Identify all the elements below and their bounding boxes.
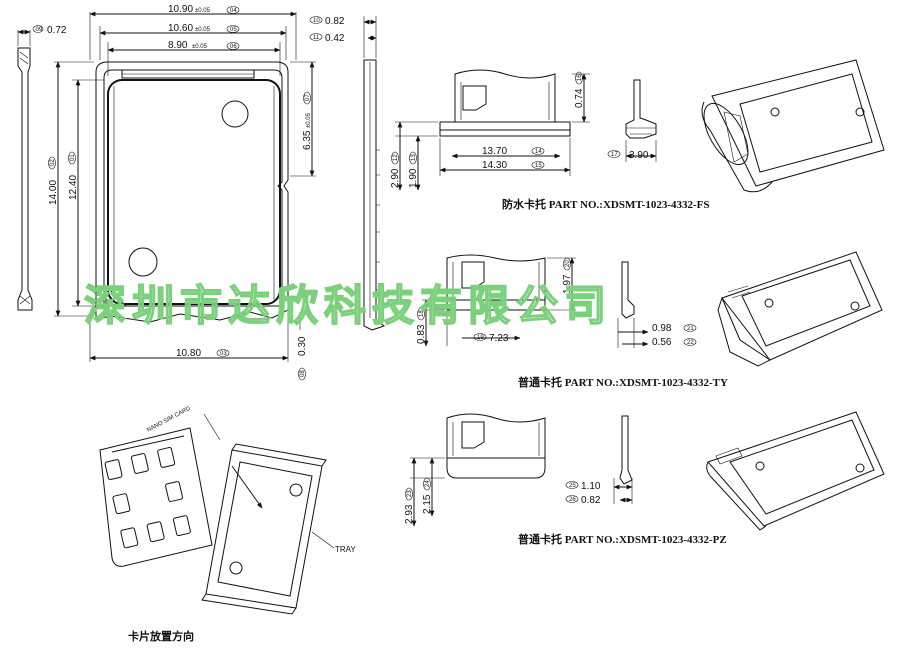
- dim-ty-b: 0.56 22: [652, 337, 697, 348]
- ty-caption: 普通卡托 PART NO.:XDSMT-1023-4332-TY: [518, 375, 728, 389]
- dim-height-inner: 12.40 01: [68, 151, 79, 200]
- dim-fs-w2: 14.30 15: [482, 160, 545, 171]
- svg-text:13: 13: [411, 154, 417, 161]
- svg-text:04: 04: [230, 8, 237, 14]
- svg-text:0.83: 0.83: [416, 324, 427, 344]
- svg-text:14: 14: [535, 149, 542, 155]
- dim-fs-h1: 2.90 12: [390, 151, 401, 188]
- dim-fs-w1: 13.70 14: [482, 146, 545, 157]
- svg-text:2.90: 2.90: [390, 168, 401, 188]
- dim-ty-h: 0.83 18: [416, 307, 427, 344]
- svg-text:2.15: 2.15: [422, 494, 433, 514]
- dim-pz-b: 26 0.82: [565, 495, 601, 506]
- dim-height-total: 14.00 02: [48, 156, 59, 205]
- svg-text:8.90: 8.90: [168, 40, 188, 51]
- dim-side-a: 10 0.82: [309, 16, 345, 27]
- dim-thickness-left: 09 0.72: [32, 25, 67, 36]
- svg-text:24: 24: [425, 480, 431, 487]
- dim-pz-a: 25 1.10: [565, 481, 601, 492]
- svg-text:1.97: 1.97: [562, 274, 573, 294]
- svg-text:09: 09: [36, 27, 43, 33]
- svg-text:20: 20: [565, 260, 571, 267]
- fs-variant: 0.74 16 2.90 12 1.90 13 13.70 14 14.30: [390, 59, 885, 211]
- dim-height-upper: 6.35 ±0.05 07: [302, 91, 313, 150]
- svg-text:25: 25: [569, 483, 576, 489]
- dim-total-width: 10.90 ±0.05 04: [168, 4, 240, 15]
- card-placement: NANO SIM CARD TRAY 卡片放置方向: [99, 405, 356, 643]
- svg-text:10.60: 10.60: [168, 23, 193, 34]
- svg-text:0.56: 0.56: [652, 337, 672, 348]
- dim-pz-h1: 2.93 23: [404, 487, 415, 524]
- svg-text:3.90: 3.90: [629, 150, 649, 161]
- ty-variant: 0.83 18 19 7.23 1.97 20 0.98 21: [416, 251, 883, 389]
- svg-text:15: 15: [535, 163, 542, 169]
- svg-text:2.93: 2.93: [404, 504, 415, 524]
- svg-text:12: 12: [393, 154, 399, 161]
- dim-fs-h2: 1.90 13: [408, 151, 419, 188]
- svg-text:0.74: 0.74: [574, 88, 585, 108]
- tray-label: TRAY: [335, 545, 356, 554]
- dim-ty-top: 1.97 20: [562, 257, 573, 294]
- svg-text:±0.05: ±0.05: [192, 44, 208, 50]
- svg-text:10: 10: [313, 18, 320, 24]
- svg-text:08: 08: [300, 370, 306, 377]
- dim-card-width: 8.90 ±0.05 06: [168, 40, 240, 51]
- svg-text:02: 02: [50, 159, 56, 166]
- pz-caption: 普通卡托 PART NO.:XDSMT-1023-4332-PZ: [518, 532, 727, 546]
- svg-text:19: 19: [477, 335, 484, 341]
- svg-text:21: 21: [687, 326, 694, 332]
- svg-text:1.90: 1.90: [408, 168, 419, 188]
- svg-text:0.30: 0.30: [297, 336, 308, 356]
- svg-text:18: 18: [419, 310, 425, 317]
- svg-text:±0.05: ±0.05: [195, 8, 211, 14]
- svg-text:0.42: 0.42: [325, 33, 345, 44]
- svg-text:14.00: 14.00: [48, 180, 59, 205]
- svg-text:6.35: 6.35: [302, 130, 313, 150]
- svg-text:0.72: 0.72: [47, 25, 67, 36]
- svg-text:12.40: 12.40: [68, 175, 79, 200]
- dim-fs-side: 17 3.90: [607, 150, 649, 161]
- svg-text:10.90: 10.90: [168, 4, 193, 15]
- svg-text:16: 16: [577, 74, 583, 81]
- svg-text:23: 23: [407, 490, 413, 497]
- svg-text:06: 06: [230, 44, 237, 50]
- dim-bottom-gap: 0.30 08: [297, 336, 308, 381]
- dim-inner-width: 10.60 ±0.05 05: [168, 23, 240, 34]
- placement-caption: 卡片放置方向: [128, 629, 194, 643]
- svg-text:±0.05: ±0.05: [306, 112, 312, 128]
- side-profile-right: 10 0.82 11 0.42: [309, 16, 386, 331]
- svg-text:7.23: 7.23: [489, 333, 509, 344]
- pz-variant: 2.93 23 2.15 24 25 1.10 26 0.82: [404, 411, 885, 546]
- svg-text:26: 26: [569, 497, 576, 503]
- svg-text:01: 01: [70, 154, 76, 161]
- svg-text:0.82: 0.82: [581, 495, 601, 506]
- dim-bottom-width: 10.80 03: [176, 348, 230, 359]
- dim-side-b: 11 0.42: [309, 33, 345, 44]
- svg-text:22: 22: [687, 340, 694, 346]
- svg-text:10.80: 10.80: [176, 348, 201, 359]
- svg-text:0.98: 0.98: [652, 323, 672, 334]
- svg-text:1.10: 1.10: [581, 481, 601, 492]
- side-profile-left: 09 0.72: [17, 25, 67, 311]
- svg-text:±0.05: ±0.05: [195, 27, 211, 33]
- dim-pz-h2: 2.15 24: [422, 477, 433, 514]
- svg-text:05: 05: [230, 27, 237, 33]
- main-tray-view: 10.90 ±0.05 04 10.60 ±0.05 05 8.90 ±0.05…: [48, 4, 316, 381]
- svg-text:13.70: 13.70: [482, 146, 507, 157]
- dim-fs-top: 0.74 16: [574, 71, 585, 108]
- svg-text:14.30: 14.30: [482, 160, 507, 171]
- svg-text:11: 11: [313, 35, 320, 41]
- company-watermark: 深圳市达欣科技有限公司: [84, 282, 612, 329]
- fs-caption: 防水卡托 PART NO.:XDSMT-1023-4332-FS: [502, 197, 710, 211]
- dim-ty-w: 19 7.23: [473, 333, 509, 344]
- dim-ty-a: 0.98 21: [652, 323, 697, 334]
- svg-text:17: 17: [611, 152, 618, 158]
- svg-text:0.82: 0.82: [325, 16, 345, 27]
- svg-text:07: 07: [305, 94, 311, 101]
- svg-text:03: 03: [220, 351, 227, 357]
